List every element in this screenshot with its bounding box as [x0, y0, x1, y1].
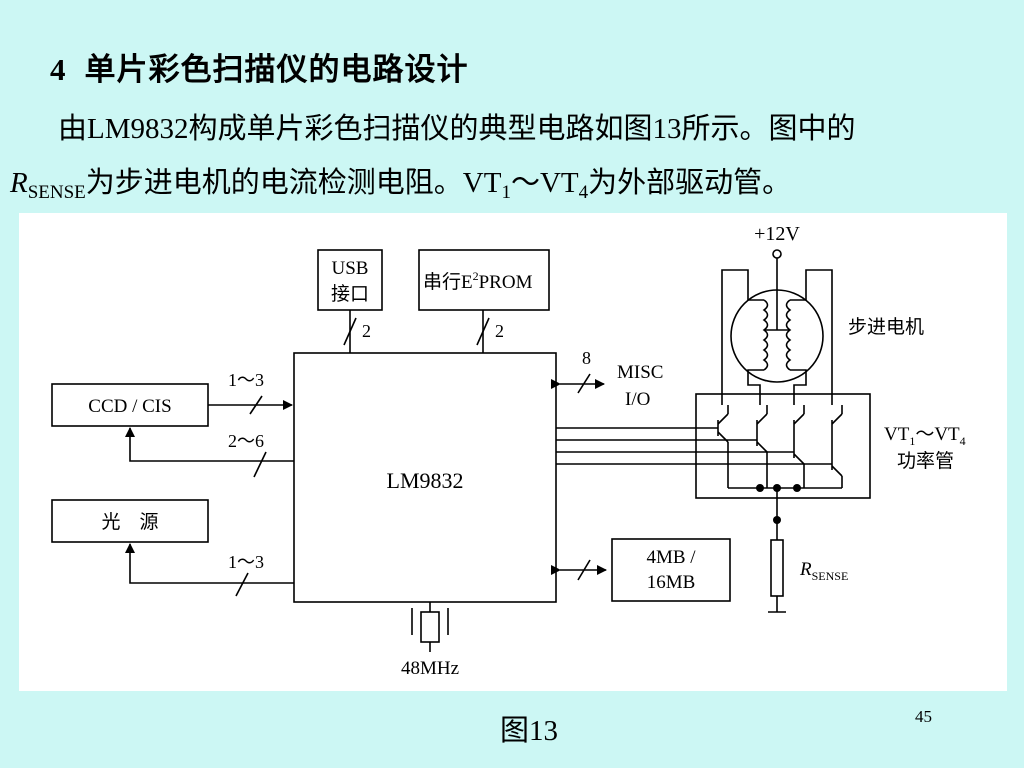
- paragraph-text-b: ～VT: [510, 167, 579, 199]
- memory-box: [611, 538, 731, 602]
- usb-label-1: USB: [332, 258, 369, 279]
- paragraph-text-a: 为步进电机的电流检测电阻。VT: [85, 167, 502, 199]
- transistor-vt2: [756, 405, 768, 488]
- ccd-control-arrow: [125, 427, 294, 462]
- paragraph-text-c: 为外部驱动管。: [588, 167, 792, 199]
- misc-bus-width: 8: [582, 348, 591, 368]
- vt-label-b: ～VT: [915, 424, 960, 445]
- junction-dot-3: [793, 484, 801, 492]
- misc-bus-slash: [577, 373, 591, 394]
- misc-label-1: MISC: [617, 362, 663, 383]
- crystal-label: 48MHz: [401, 658, 459, 679]
- power-transistor-label: 功率管: [897, 450, 954, 472]
- lm9832-chip: [293, 352, 557, 603]
- memory-bus-slash: [577, 559, 591, 581]
- transistor-vt1: [717, 405, 729, 488]
- ccd-bus-slash: [249, 395, 263, 415]
- motor-label: 步进电机: [848, 316, 924, 338]
- memory-label-1: 4MB /: [646, 547, 696, 568]
- supply-label: +12V: [754, 223, 800, 245]
- ccd-control-slash: [253, 451, 267, 478]
- eeprom-label: 串行E2PROM: [423, 269, 533, 293]
- light-bus-slash: [235, 572, 249, 597]
- rsense-label-sub: SENSE: [812, 569, 849, 583]
- light-bus-width: 1～3: [228, 552, 264, 572]
- description-paragraph: 由LM9832构成单片彩色扫描仪的典型电路如图13所示。图中的 RSENSE为步…: [10, 100, 1020, 222]
- junction-dot-4: [773, 516, 781, 524]
- ccd-control-bus-width: 2～6: [228, 431, 264, 451]
- transistor-vt4: [831, 405, 843, 488]
- vt-label-a: VT: [884, 424, 910, 445]
- supply-terminal: [772, 249, 782, 259]
- light-source-box: [51, 499, 209, 543]
- winding-lead-4: [790, 269, 833, 405]
- transistor-vt3: [793, 405, 805, 488]
- ccd-cis-label: CCD / CIS: [88, 396, 171, 417]
- heading-number: 4: [50, 52, 67, 87]
- heading-text: 单片彩色扫描仪的电路设计: [84, 52, 469, 88]
- rsense-label-r: R: [799, 559, 812, 580]
- paragraph-line-2: RSENSE为步进电机的电流检测电阻。VT1～VT4为外部驱动管。: [10, 154, 1020, 222]
- vt4-subscript: 4: [578, 182, 589, 203]
- usb-bus-width: 2: [362, 321, 371, 341]
- vt-label: VT1～VT4: [884, 424, 966, 448]
- stepper-motor-circle: [730, 289, 824, 383]
- light-source-label: 光 源: [101, 511, 158, 533]
- junction-dot-1: [756, 484, 764, 492]
- rsense-subscript: SENSE: [27, 182, 86, 203]
- misc-label-2: I/O: [625, 389, 650, 410]
- chip-label: LM9832: [387, 468, 464, 493]
- memory-label-2: 16MB: [647, 572, 696, 593]
- winding-lead-3: [790, 369, 807, 405]
- motor-coil-right: [785, 299, 792, 371]
- eeprom-label-sup: 2: [473, 269, 479, 283]
- slide-heading: 4 单片彩色扫描仪的电路设计: [50, 44, 469, 89]
- vt-label-s4: 4: [960, 434, 966, 448]
- motor-coil-left: [762, 299, 769, 371]
- vt-label-s1: 1: [909, 434, 915, 448]
- eeprom-box: [418, 249, 550, 311]
- usb-label-2: 接口: [331, 283, 369, 305]
- page-number: 45: [915, 707, 932, 726]
- light-control-arrow: [125, 543, 294, 584]
- sense-resistor: [770, 539, 784, 597]
- circuit-figure: USB 接口 串行E2PROM 2 2 CCD / CIS 光 源 1～3 2～…: [19, 213, 1007, 691]
- winding-lead-1: [721, 269, 764, 405]
- rsense-label: RSENSE: [799, 559, 848, 583]
- circuit-diagram: USB 接口 串行E2PROM 2 2 CCD / CIS 光 源 1～3 2～…: [51, 223, 966, 679]
- usb-bus-slash: [343, 317, 357, 346]
- eeprom-bus-width: 2: [495, 321, 504, 341]
- eeprom-label-a: 串行E: [423, 271, 473, 293]
- junction-dot-2: [773, 484, 781, 492]
- eeprom-label-b: PROM: [479, 272, 533, 293]
- rsense-symbol: R: [10, 167, 28, 199]
- figure-caption: 图13: [500, 715, 559, 747]
- vt1-subscript: 1: [501, 182, 511, 203]
- winding-lead-2: [747, 369, 764, 405]
- ccd-bus-width: 1～3: [228, 370, 264, 390]
- paragraph-line-1: 由LM9832构成单片彩色扫描仪的典型电路如图13所示。图中的: [58, 113, 856, 145]
- crystal-body: [420, 611, 440, 643]
- power-transistor-box: [695, 393, 871, 499]
- eeprom-bus-slash: [476, 317, 490, 346]
